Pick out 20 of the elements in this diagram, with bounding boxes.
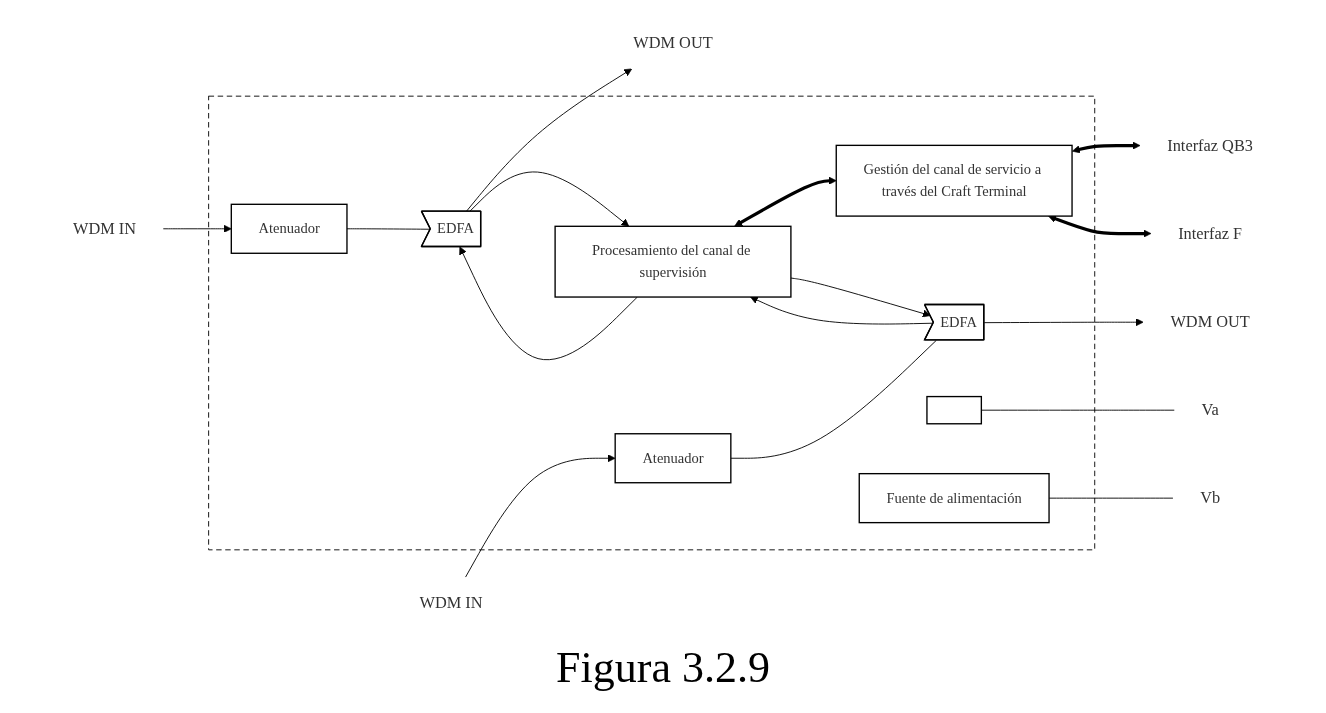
node-box: Atenuador <box>230 203 348 254</box>
node-text: Interfaz F <box>1178 224 1243 243</box>
node-text: WDM IN <box>73 219 137 238</box>
node-text: WDM IN <box>419 593 483 612</box>
node-text: Vb <box>1200 488 1221 507</box>
node-box: Fuente de alimentación <box>858 473 1050 524</box>
figure-caption: Figura 3.2.9 <box>556 642 770 693</box>
node-text: WDM OUT <box>1170 312 1250 331</box>
arrow <box>734 176 837 227</box>
node-box: Procesamiento del canal de supervisión <box>554 225 792 298</box>
node-text: WDM OUT <box>633 33 713 52</box>
node-box <box>926 395 983 425</box>
arrow <box>1048 215 1152 238</box>
connector <box>730 339 937 459</box>
node-box: Gestión del canal de servicio a través del Craft Terminal <box>835 144 1073 217</box>
node-text: Va <box>1201 400 1219 419</box>
node-text: Interfaz QB3 <box>1167 136 1253 155</box>
node-box: Atenuador <box>614 433 732 484</box>
cluster <box>208 95 1096 551</box>
arrow <box>1072 141 1141 154</box>
